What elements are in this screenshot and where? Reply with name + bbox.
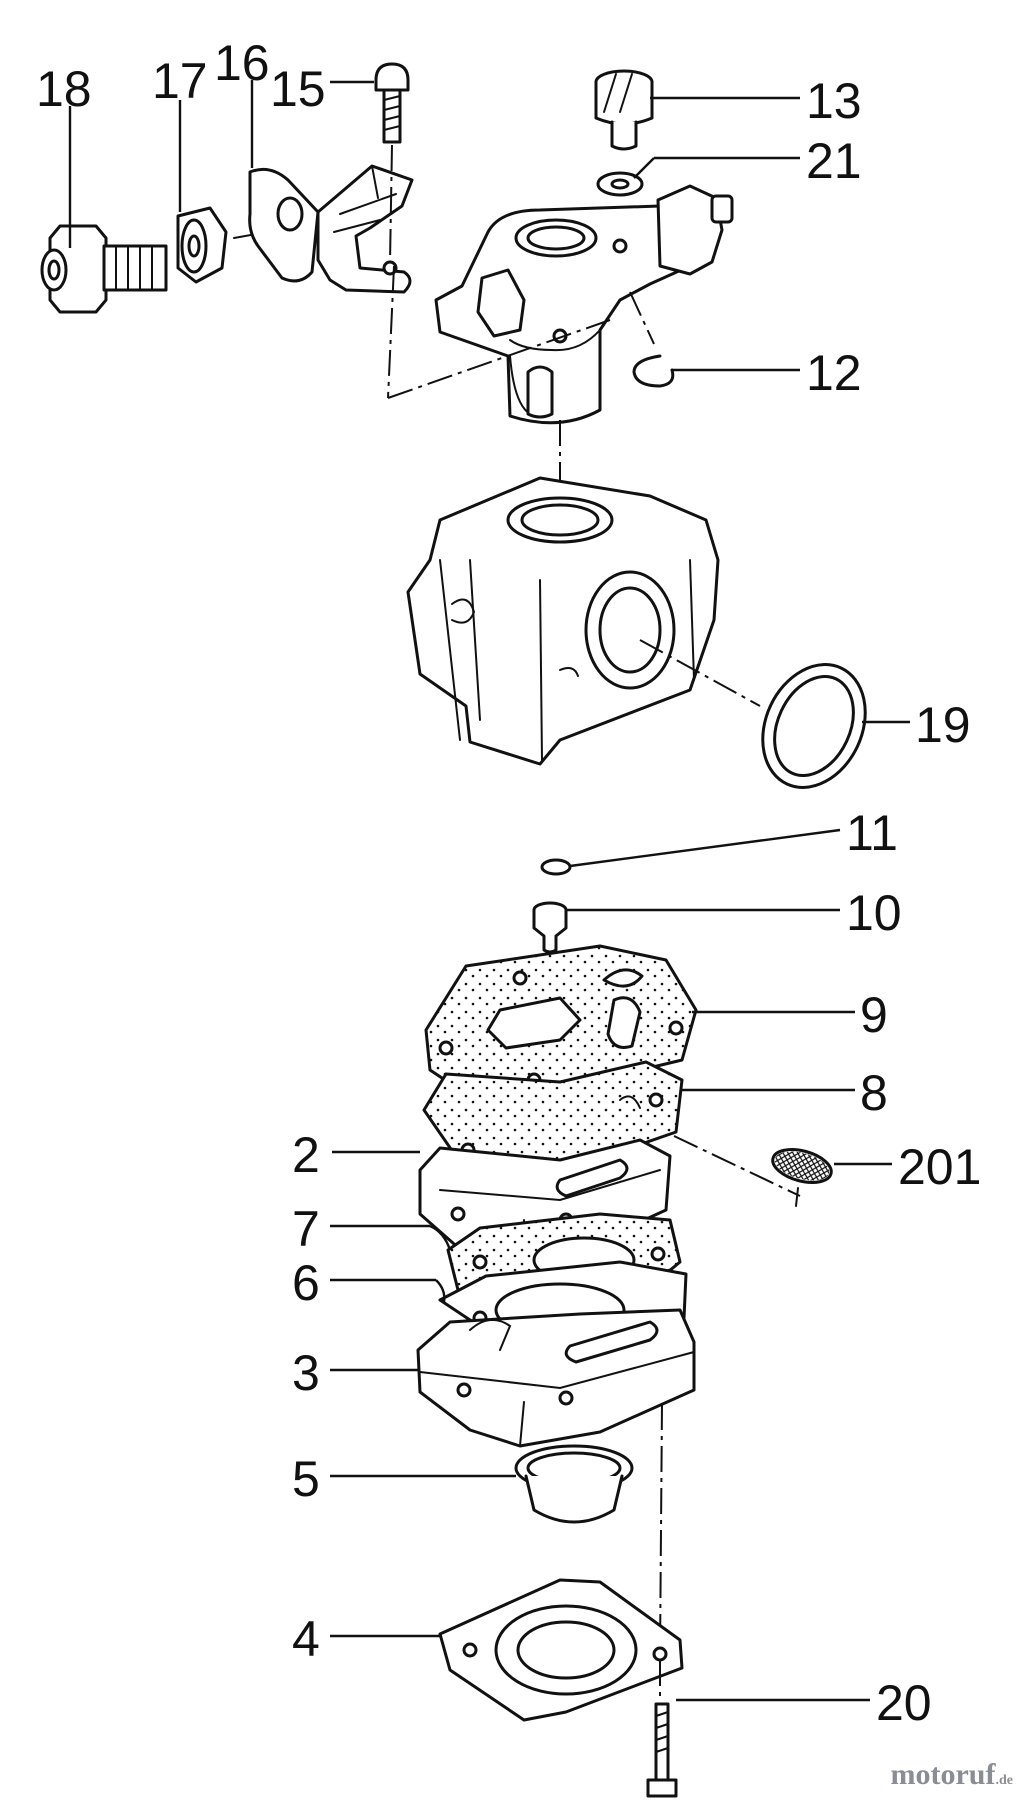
watermark-logo: motoruf.de: [890, 1758, 1013, 1791]
callout-16: 16: [214, 35, 270, 91]
part-5-cup: [514, 1444, 634, 1524]
callout-9: 9: [860, 987, 888, 1043]
part-16-bracket: [248, 164, 414, 294]
part-18-inlet-fitting: [40, 224, 168, 314]
part-12-eclip: [629, 291, 675, 388]
callout-21: 21: [806, 133, 862, 189]
part-17-nut: [176, 206, 228, 284]
callout-11: 11: [846, 805, 898, 861]
upper-throttle-body: [434, 184, 734, 425]
callout-10: 10: [846, 885, 902, 941]
main-carburetor-body: [406, 476, 720, 766]
callout-7: 7: [292, 1201, 320, 1257]
part-13-adjust-screw: [594, 69, 654, 151]
callout-6: 6: [292, 1255, 320, 1311]
callout-201: 201: [898, 1139, 981, 1195]
part-10-plug: [532, 901, 568, 954]
part-15-screw: [374, 62, 410, 144]
part-19-oring: [761, 663, 867, 789]
callout-5: 5: [292, 1451, 320, 1507]
callout-20: 20: [876, 1675, 932, 1731]
callout-4: 4: [292, 1611, 320, 1667]
callout-19: 19: [915, 697, 971, 753]
part-20-screw: [646, 1702, 678, 1798]
part-3-lower-body: [416, 1308, 696, 1448]
callout-15: 15: [270, 61, 326, 117]
part-21-washer: [596, 171, 644, 197]
callout-2: 2: [292, 1127, 320, 1183]
callout-12: 12: [806, 345, 862, 401]
part-4-cover-plate: [438, 1578, 684, 1722]
callout-3: 3: [292, 1345, 320, 1401]
callout-13: 13: [806, 73, 862, 129]
callout-labels: 18 17 16 15 13 21 12 19 11 10 9 8 2 201 …: [36, 35, 981, 1731]
part-11-washer: [540, 858, 572, 876]
callout-8: 8: [860, 1065, 888, 1121]
callout-17: 17: [152, 53, 208, 109]
leader-lines: [68, 80, 910, 1702]
callout-18: 18: [36, 61, 92, 117]
part-201-filter-screen: [771, 1148, 833, 1184]
